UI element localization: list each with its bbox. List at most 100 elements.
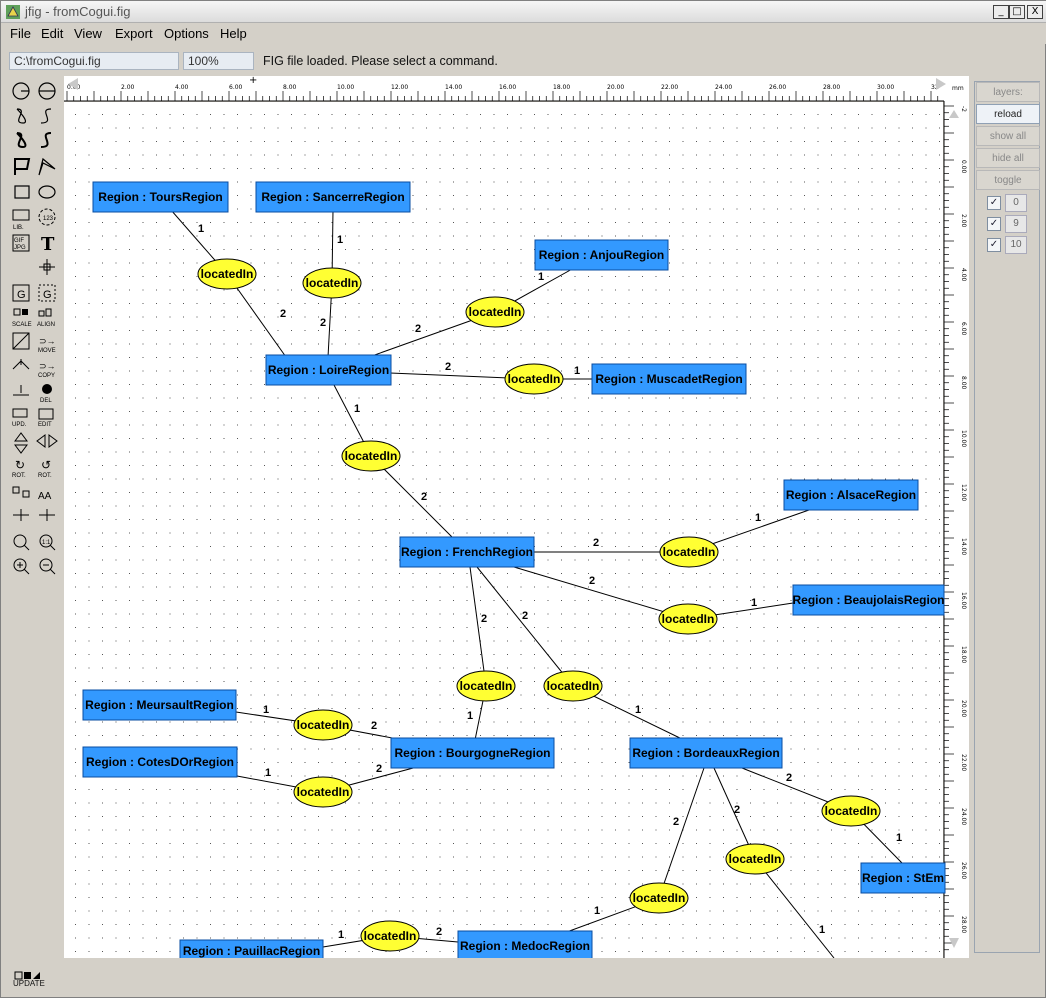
region-box[interactable] [629, 737, 783, 769]
region-box[interactable] [399, 536, 535, 568]
draw-edit-icon[interactable] [12, 332, 30, 350]
zoom-in-icon[interactable] [13, 558, 30, 575]
layer-checkbox[interactable]: ✓ [987, 238, 1001, 252]
menu-help[interactable]: Help [220, 26, 247, 41]
relation-node[interactable]: locatedIn [725, 843, 785, 875]
rotate-ccw-icon[interactable]: ↺ROT. [38, 458, 52, 479]
relation-node[interactable]: locatedIn [293, 776, 353, 808]
region-node[interactable]: Region : MuscadetRegion [591, 363, 747, 395]
circle-diameter-icon[interactable] [38, 82, 56, 100]
region-box[interactable] [792, 584, 945, 616]
region-node[interactable]: Region : LoireRegion [265, 354, 392, 386]
move-point-icon[interactable] [39, 259, 55, 275]
break-icon[interactable] [13, 509, 29, 521]
region-box[interactable] [457, 930, 593, 958]
menu-options[interactable]: Options [164, 26, 209, 41]
region-node[interactable]: Region : BeaujolaisRegion [792, 584, 945, 616]
interp-spline-closed-icon[interactable] [40, 132, 52, 148]
region-node[interactable]: Region : BourgogneRegion [390, 737, 555, 769]
relation-node[interactable]: locatedIn [659, 536, 719, 568]
relation-ellipse[interactable] [293, 776, 353, 808]
update-icon[interactable]: UPD. [12, 408, 28, 428]
zoom-field[interactable]: 100% [183, 52, 254, 70]
convert-icon[interactable] [12, 486, 30, 498]
text-tool-icon[interactable]: T [41, 234, 55, 255]
hide-all-button[interactable]: hide all [976, 148, 1040, 168]
menu-file[interactable]: File [10, 26, 31, 41]
relation-edge[interactable] [370, 455, 455, 540]
delete-icon[interactable]: DEL [40, 384, 52, 404]
rotate-cw-icon[interactable]: ↻ROT. [12, 458, 26, 479]
region-node[interactable]: Region : StEm [860, 862, 946, 894]
region-node[interactable]: Region : PauillacRegion [179, 939, 324, 958]
menu-edit[interactable]: Edit [41, 26, 64, 41]
relation-ellipse[interactable] [629, 882, 689, 914]
scroll-up-icon[interactable] [949, 110, 959, 118]
relation-node[interactable]: locatedIn [360, 920, 420, 952]
ungroup-icon[interactable]: G [38, 284, 56, 302]
region-node[interactable]: Region : MedocRegion [457, 930, 593, 958]
scroll-left-icon[interactable] [68, 78, 78, 90]
relation-ellipse[interactable] [543, 670, 603, 702]
zoom-reset-icon[interactable]: 1:1 [39, 534, 56, 551]
relation-ellipse[interactable] [821, 795, 881, 827]
scroll-right-icon[interactable] [936, 78, 946, 90]
polygon-icon[interactable] [38, 157, 56, 176]
zoom-out-icon[interactable] [39, 558, 56, 575]
move-icon[interactable]: ⊃→MOVE [38, 336, 56, 354]
menu-export[interactable]: Export [115, 26, 153, 41]
relation-node[interactable]: locatedIn [293, 709, 353, 741]
scale-icon[interactable]: SCALE [12, 308, 32, 328]
relation-edge[interactable] [513, 566, 689, 620]
relation-node[interactable]: locatedIn [821, 795, 881, 827]
join-icon[interactable] [39, 509, 55, 521]
filename-field[interactable]: C:\fromCogui.fig [9, 52, 179, 70]
interp-spline-icon[interactable] [16, 132, 27, 149]
region-node[interactable]: Region : ToursRegion [92, 181, 229, 213]
region-node[interactable]: Region : AlsaceRegion [783, 479, 919, 511]
spline-closed-icon[interactable] [40, 108, 52, 124]
region-node[interactable]: Region : BordeauxRegion [629, 737, 783, 769]
region-box[interactable] [265, 354, 392, 386]
close-button[interactable]: X [1027, 5, 1043, 19]
region-node[interactable]: Region : FrenchRegion [399, 536, 535, 568]
align-icon[interactable]: ALIGN [37, 308, 55, 328]
relation-ellipse[interactable] [456, 670, 516, 702]
region-node[interactable]: Region : CotesDOrRegion [82, 746, 238, 778]
spline-open-icon[interactable] [16, 108, 27, 124]
relation-ellipse[interactable] [465, 296, 525, 328]
relation-ellipse[interactable] [197, 258, 257, 290]
relation-ellipse[interactable] [725, 843, 785, 875]
relation-edge[interactable] [658, 767, 705, 899]
arc-icon[interactable]: 123 [38, 208, 56, 226]
show-all-button[interactable]: show all [976, 126, 1040, 146]
relation-node[interactable]: locatedIn [456, 670, 516, 702]
delete-point-icon[interactable] [13, 385, 29, 396]
relation-node[interactable]: locatedIn [658, 603, 718, 635]
region-node[interactable]: Region : MeursaultRegion [82, 689, 237, 721]
relation-node[interactable]: locatedIn [543, 670, 603, 702]
relation-ellipse[interactable] [659, 536, 719, 568]
region-node[interactable]: Region : AnjouRegion [534, 239, 669, 271]
minimize-button[interactable]: _ [993, 5, 1009, 19]
scroll-down-icon[interactable] [949, 938, 959, 948]
region-box[interactable] [179, 939, 324, 958]
relation-ellipse[interactable] [302, 267, 362, 299]
menu-view[interactable]: View [74, 26, 102, 41]
region-box[interactable] [82, 689, 237, 721]
region-box[interactable] [92, 181, 229, 213]
region-box[interactable] [390, 737, 555, 769]
edit-icon[interactable]: EDIT [38, 408, 54, 428]
box-icon[interactable] [14, 185, 30, 199]
region-box[interactable] [783, 479, 919, 511]
relation-node[interactable]: locatedIn [341, 440, 401, 472]
relation-ellipse[interactable] [341, 440, 401, 472]
text-size-icon[interactable]: AA [38, 491, 52, 502]
relation-edge[interactable] [476, 566, 574, 687]
library-icon[interactable]: LIB. [12, 209, 30, 231]
circle-radius-icon[interactable] [12, 82, 30, 100]
region-box[interactable] [534, 239, 669, 271]
relation-ellipse[interactable] [360, 920, 420, 952]
